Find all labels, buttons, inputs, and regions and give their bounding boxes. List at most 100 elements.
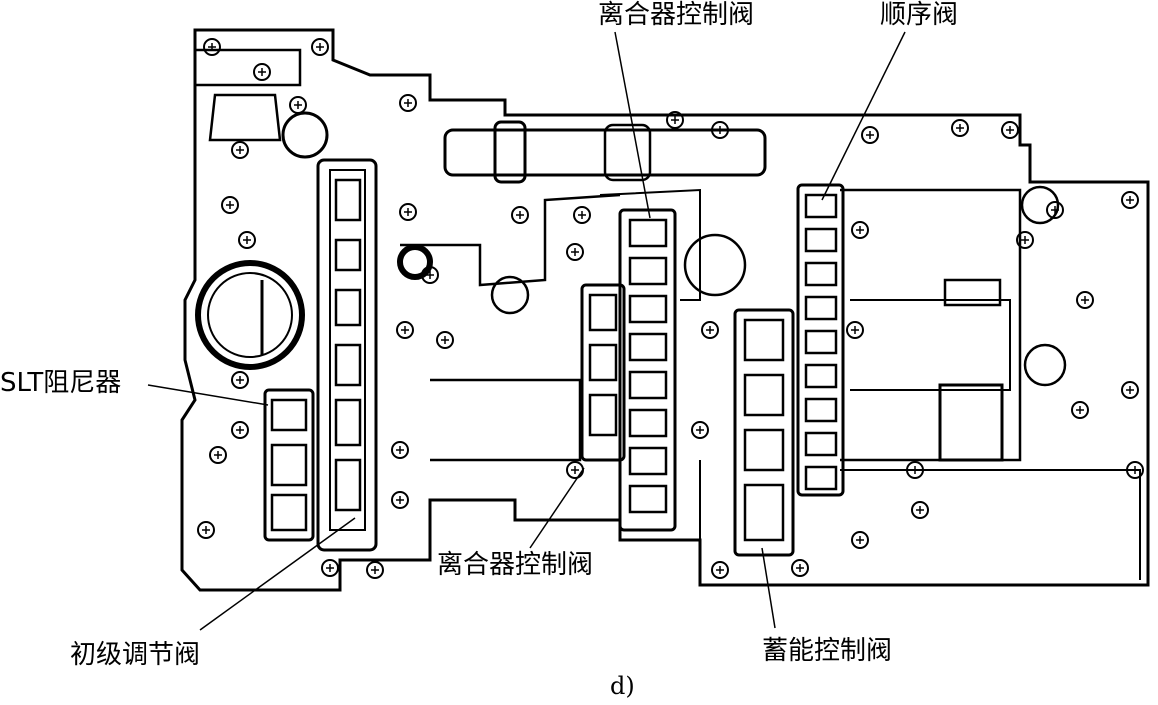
label-accumulator-control-valve: 蓄能控制阀 [762,636,893,666]
bolt-head [861,126,879,144]
leader-line-clutch-bottom [529,467,585,549]
bolt-head [1046,201,1064,219]
bolt-head [691,421,709,439]
bolt-head [238,231,256,249]
accumulator-control-valve-bore [733,308,795,557]
top-tube-coupling [603,123,652,182]
valve-spool-land [628,256,668,286]
bolt-head [289,96,307,114]
round-boss [281,111,329,159]
bolt-head [711,561,729,579]
clutch-control-valve-bore-right [618,208,677,532]
bolt-head [1126,461,1144,479]
bolt-head [436,331,454,349]
valve-spool-land [804,397,838,423]
bolt-head [851,531,869,549]
bolt-head [399,94,417,112]
bolt-head [1121,381,1139,399]
valve-spool-land [334,343,362,387]
label-clutch-control-valve-bottom: 离合器控制阀 [437,550,594,580]
bolt-head [366,561,384,579]
bolt-head [791,559,809,577]
bolt-head [221,196,239,214]
valve-spool-land [628,332,668,362]
valve-spool-land [804,329,838,355]
inner-channel [840,188,1022,462]
top-tube-coupling [493,120,527,184]
label-slt-damper: SLT阻尼器 [0,368,122,398]
inner-channel [430,378,582,462]
bolt-head [197,521,215,539]
bolt-head [253,63,271,81]
bolt-head [1121,191,1139,209]
bolt-head [566,243,584,261]
leader-line-primary-regulator [199,517,356,631]
bolt-head [701,321,719,339]
inner-channel [840,469,1141,580]
valve-spool-land [743,483,785,542]
clutch-control-valve-bore-left [580,283,626,462]
bolt-head [391,441,409,459]
valve-spool-land [804,465,838,491]
valve-spool-land [334,288,362,327]
bolt-head [511,206,529,224]
inner-channel [599,188,701,301]
round-boss [1023,343,1067,387]
round-boss [490,275,530,315]
label-sequence-valve: 顺序阀 [880,0,959,30]
bolt-head [911,501,929,519]
bolt-head [399,203,417,221]
valve-spool-land [270,443,308,487]
bolt-head [906,461,924,479]
bolt-head [951,119,969,137]
valve-spool-land [628,446,668,476]
valve-spool-land [804,227,838,253]
leader-line-sequence [821,31,906,201]
valve-spool-land [334,458,362,512]
valve-spool-land [804,431,838,457]
valve-spool-land [334,178,362,222]
bolt-head [1001,121,1019,139]
bolt-head [321,559,339,577]
leader-line-clutch-top [614,31,651,219]
bolt-head [391,491,409,509]
valve-spool-land [628,370,668,400]
inner-channel [850,299,1011,391]
valve-spool-land [628,408,668,438]
round-boss [683,233,747,297]
valve-spool-land [743,428,785,472]
block [943,278,1002,307]
inner-channel [400,193,621,287]
bolt-head [573,206,591,224]
valve-spool-land [804,363,838,389]
figure-caption: d) [610,672,635,700]
bolt-head [1076,291,1094,309]
bolt-head [1016,231,1034,249]
label-clutch-control-valve-top: 离合器控制阀 [598,0,755,30]
valve-spool-land [270,493,308,532]
valve-spool-land [743,373,785,417]
valve-spool-land [804,295,838,321]
valve-spool-land [804,261,838,287]
valve-spool-land [628,484,668,514]
round-boss [397,244,433,280]
valve-spool-land [588,343,618,382]
valve-body-outline [180,28,1150,592]
primary-regulator-valve-bore [316,158,378,552]
inner-channel [208,93,282,142]
bolt-head [1071,401,1089,419]
leader-line-slt-damper [147,384,269,406]
bolt-head [421,266,439,284]
leader-line-accumulator [761,547,776,629]
block [938,383,1004,462]
valve-spool-land [334,398,362,447]
bolt-head [846,321,864,339]
valve-spool-land [743,318,785,362]
label-primary-regulator-valve: 初级调节阀 [70,640,201,670]
valve-spool-land [804,193,838,219]
slt-damper-bore [263,388,315,542]
bolt-head [311,38,329,56]
bolt-head [396,321,414,339]
